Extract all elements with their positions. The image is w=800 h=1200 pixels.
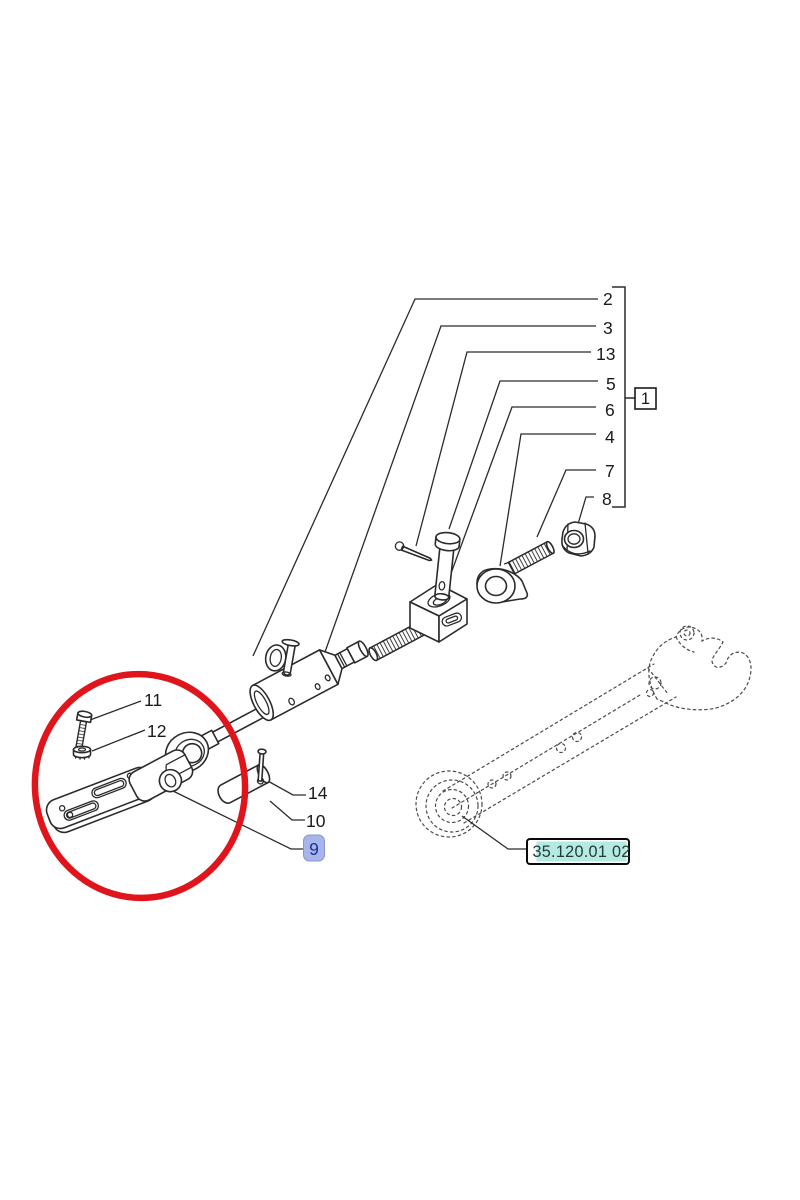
callout-4[interactable]: 4 — [605, 427, 615, 447]
callout-9-label[interactable]: 9 — [309, 839, 319, 859]
callout-7[interactable]: 7 — [605, 461, 615, 481]
callout-3[interactable]: 3 — [603, 318, 613, 338]
reference-link-box[interactable]: 35.120.01 02 — [526, 838, 631, 865]
callout-12[interactable]: 12 — [147, 721, 166, 741]
lower-link-dashed-outline-icon — [415, 625, 752, 838]
callout-labels: 2 3 13 5 6 4 7 8 11 12 14 10 — [144, 289, 616, 831]
cotter-pin-icon — [394, 541, 433, 562]
eye-end-icon — [476, 540, 555, 604]
flange-nut-icon — [72, 745, 92, 760]
callout-8[interactable]: 8 — [602, 489, 612, 509]
group-bracket — [612, 286, 635, 508]
reference-label[interactable]: 35.120.01 02 — [532, 843, 630, 861]
callout-5[interactable]: 5 — [606, 374, 616, 394]
callout-6[interactable]: 6 — [605, 400, 615, 420]
clevis-pin-icon — [433, 531, 461, 601]
link-claw-outline — [648, 626, 752, 711]
split-pin-icon — [257, 748, 267, 782]
nut-icon — [561, 521, 596, 557]
callout-13[interactable]: 13 — [596, 344, 615, 364]
link-eye-boss — [415, 770, 483, 838]
callout-1-label[interactable]: 1 — [641, 390, 650, 408]
callout-10[interactable]: 10 — [306, 811, 326, 831]
reference-highlight — [536, 841, 627, 862]
callout-11[interactable]: 11 — [144, 690, 162, 710]
spring-clip-icon — [264, 638, 300, 677]
selected-callout-9[interactable]: 9 — [303, 834, 325, 862]
red-highlight-circle — [31, 670, 249, 902]
leader-lines — [89, 286, 635, 850]
turnbuckle-barrel-icon — [249, 640, 369, 722]
callout-2[interactable]: 2 — [603, 289, 613, 309]
group-callout-1[interactable]: 1 — [634, 387, 657, 410]
reference-leader-line — [461, 815, 527, 850]
bolt-icon — [75, 710, 93, 749]
yoke-knuckle-icon — [128, 749, 194, 802]
callout-14[interactable]: 14 — [308, 783, 328, 803]
